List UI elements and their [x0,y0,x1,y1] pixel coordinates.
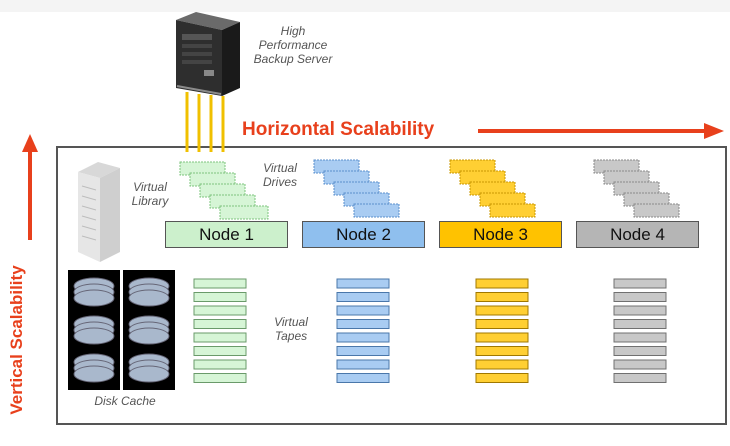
node-1-box: Node 1 [165,221,288,248]
virtual-tape [475,359,529,370]
vertical-arrow-head [22,134,38,152]
node-4-label: Node 4 [610,224,665,244]
virtual-tape [613,373,667,383]
server-label-line3: Backup Server [253,52,333,66]
vertical-scalability-label: Vertical Scalability [7,265,26,415]
virtual-tapes-node2 [336,278,390,383]
virtual-drives-node4 [593,159,680,218]
virtual-tape [475,305,529,316]
virtual-tape [193,332,247,343]
node-1-label: Node 1 [199,224,254,244]
virtual-tapes-label: Virtual Tapes [266,315,316,343]
virtual-library-icon [78,162,120,262]
virtual-tape [336,359,390,370]
virtual-tape [193,305,247,316]
virtual-tape [475,373,529,383]
virtual-tape [613,292,667,302]
server-label-line2: Performance [258,38,328,52]
server-icon [176,12,240,96]
virtual-drives-node3 [449,159,536,218]
node-2-box: Node 2 [302,221,425,248]
virtual-tapes-node3 [475,278,529,383]
virtual-tape [475,346,529,356]
virtual-tape [613,278,667,289]
virtual-drives-node2 [313,159,400,218]
virtual-tape [613,332,667,343]
horizontal-scalability-label: Horizontal Scalability [242,119,435,140]
virtual-tape [336,346,390,356]
virtual-library-line2: Library [131,194,169,208]
virtual-library-label: Virtual Library [120,180,180,208]
virtual-tape [193,359,247,370]
virtual-tapes-line1: Virtual [274,315,308,329]
horizontal-arrow-head [704,123,724,139]
virtual-tape [475,319,529,329]
server-label: High Performance Backup Server [238,24,348,66]
virtual-tape [336,305,390,316]
virtual-library-line1: Virtual [133,180,167,194]
virtual-tape [613,305,667,316]
server-label-line1: High [280,24,306,38]
virtual-tape [193,278,247,289]
virtual-drives-line1: Virtual [263,161,297,175]
node-3-box: Node 3 [439,221,562,248]
node-4-box: Node 4 [576,221,699,248]
virtual-tape [613,359,667,370]
virtual-drives-label: Virtual Drives [255,161,305,189]
virtual-tape [336,373,390,383]
virtual-tape [613,319,667,329]
virtual-tapes-node1 [193,278,247,383]
virtual-tape [336,292,390,302]
virtual-tape [193,292,247,302]
virtual-tape [475,278,529,289]
virtual-drives-node1 [179,161,269,220]
virtual-tapes-line2: Tapes [274,329,308,343]
virtual-tapes-node4 [613,278,667,383]
node-3-label: Node 3 [473,224,528,244]
virtual-tape [336,319,390,329]
virtual-tape [336,332,390,343]
virtual-tape [475,292,529,302]
virtual-tape [193,319,247,329]
virtual-tape [475,332,529,343]
node-2-label: Node 2 [336,224,391,244]
virtual-tape [336,278,390,289]
virtual-tape [193,346,247,356]
virtual-drives-line2: Drives [262,175,297,189]
virtual-tape [193,373,247,383]
virtual-tape [613,346,667,356]
disk-cache-icon [68,270,175,390]
disk-cache-label: Disk Cache [94,394,156,408]
